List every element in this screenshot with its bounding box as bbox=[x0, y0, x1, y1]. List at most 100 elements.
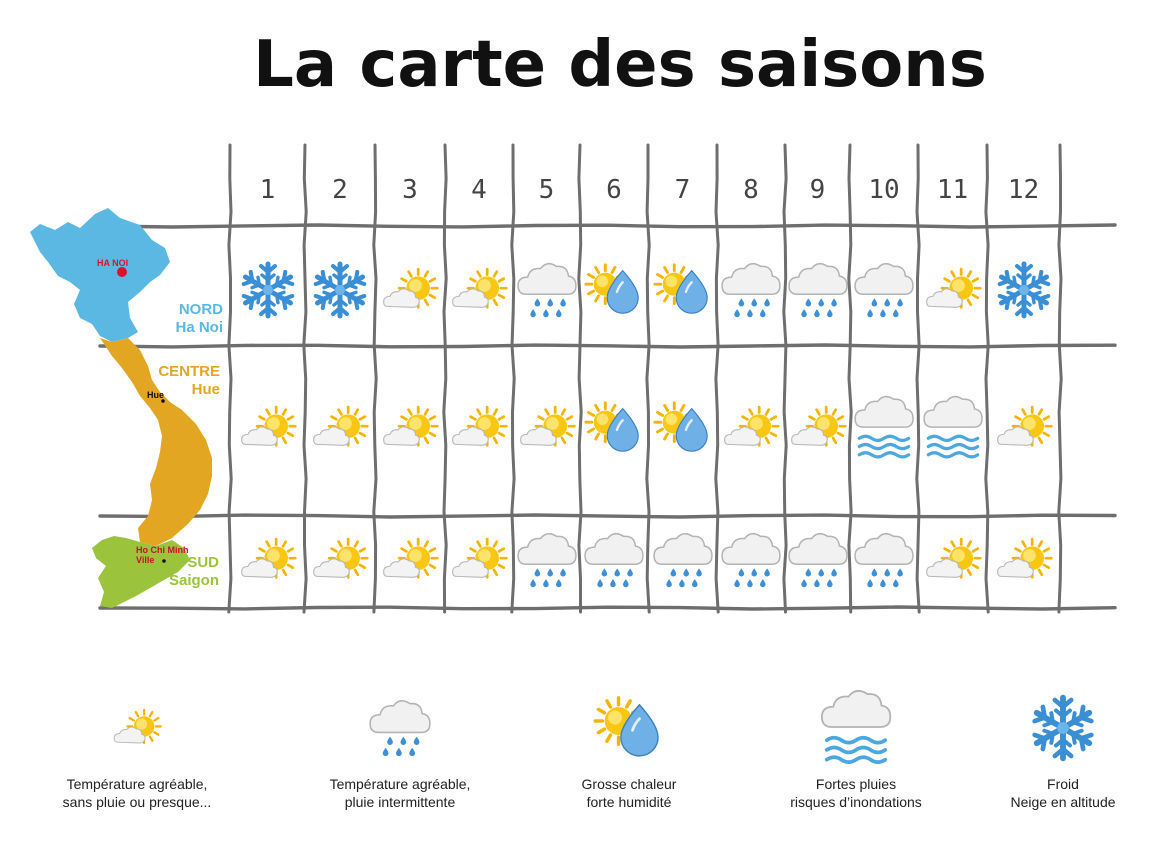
sun-cloud-icon bbox=[310, 398, 370, 463]
rain-cloud-icon bbox=[854, 530, 914, 595]
rain-cloud-icon bbox=[721, 530, 781, 595]
rain-cloud-icon bbox=[787, 260, 848, 325]
flood-cloud-icon bbox=[746, 680, 966, 775]
weather-cell bbox=[512, 527, 582, 597]
legend-text-line-2: sans pluie ou presque... bbox=[62, 794, 212, 810]
weather-cell bbox=[375, 395, 445, 465]
month-label: 7 bbox=[674, 175, 691, 205]
legend-text-line-2: risques d’inondations bbox=[790, 794, 922, 810]
legend-item: Température agréable, pluie intermittente bbox=[290, 680, 510, 811]
rain-cloud-icon bbox=[584, 530, 644, 595]
weather-cell bbox=[648, 257, 718, 327]
month-label: 4 bbox=[471, 175, 487, 205]
weather-cell bbox=[783, 395, 853, 465]
sun-cloud-icon bbox=[449, 530, 509, 595]
month-label: 8 bbox=[743, 175, 759, 205]
weather-cell bbox=[648, 395, 718, 465]
month-label: 10 bbox=[868, 175, 900, 205]
weather-cell bbox=[918, 395, 988, 465]
grid-column-line bbox=[984, 143, 990, 614]
weather-cell bbox=[989, 395, 1059, 465]
weather-cell bbox=[305, 257, 375, 327]
vietnam-map bbox=[30, 208, 212, 608]
legend-text-line-2: pluie intermittente bbox=[344, 794, 456, 810]
weather-cell bbox=[918, 527, 988, 597]
weather-cell bbox=[444, 257, 514, 327]
weather-cell bbox=[918, 257, 988, 327]
sun-cloud-icon bbox=[238, 530, 298, 595]
sun-cloud-icon bbox=[449, 398, 509, 463]
map-region-nord bbox=[30, 208, 170, 342]
weather-cell bbox=[783, 527, 853, 597]
grid-column-line bbox=[302, 143, 308, 614]
weather-cell bbox=[444, 527, 514, 597]
hue-dot bbox=[161, 399, 165, 403]
grid-row-line bbox=[98, 513, 1117, 519]
weather-cell bbox=[233, 527, 303, 597]
region-city-sud: Saigon bbox=[168, 572, 219, 589]
hcm-dot bbox=[162, 559, 166, 563]
region-name-nord: NORD bbox=[178, 301, 223, 318]
month-label: 1 bbox=[259, 175, 276, 205]
region-label-centre: CENTRE Hue bbox=[158, 363, 220, 399]
grid-column-line bbox=[847, 143, 853, 614]
sun-cloud-icon bbox=[27, 680, 247, 775]
page-title: La carte des saisons bbox=[253, 28, 987, 102]
grid-row-line bbox=[98, 223, 1117, 229]
legend-text-line-1: Grosse chaleur bbox=[581, 776, 677, 792]
weather-cell bbox=[579, 395, 649, 465]
city-label-hcm-1: Ho Chi Minh bbox=[136, 545, 189, 555]
sun-drop-icon bbox=[584, 260, 644, 325]
region-label-sud: SUD Saigon bbox=[169, 554, 219, 590]
rain-cloud-icon bbox=[721, 260, 781, 325]
weather-cell bbox=[849, 527, 919, 597]
grid-column-line bbox=[782, 143, 788, 614]
rain-cloud-icon bbox=[787, 530, 848, 595]
weather-cell bbox=[783, 257, 853, 327]
month-label: 5 bbox=[538, 175, 555, 205]
month-label: 11 bbox=[936, 175, 969, 205]
sun-cloud-icon bbox=[380, 398, 440, 463]
weather-cell bbox=[305, 527, 375, 597]
legend-text-line-1: Froid bbox=[1047, 776, 1079, 792]
flood-cloud-icon bbox=[851, 395, 917, 466]
legend-text-line-1: Température agréable, bbox=[329, 776, 471, 792]
sun-cloud-icon bbox=[788, 398, 848, 463]
sun-cloud-icon bbox=[923, 530, 983, 595]
month-label: 9 bbox=[809, 175, 826, 205]
region-name-centre: CENTRE bbox=[158, 363, 220, 380]
sun-cloud-icon bbox=[721, 398, 781, 463]
weather-cell bbox=[716, 527, 786, 597]
snowflake-icon bbox=[310, 260, 370, 325]
grid-row-line bbox=[98, 605, 1117, 611]
sun-drop-icon bbox=[519, 680, 739, 775]
grid-row-line bbox=[98, 343, 1117, 349]
legend-text-line-2: Neige en altitude bbox=[1010, 794, 1116, 810]
sun-cloud-icon bbox=[310, 530, 370, 595]
city-label-hanoi: HA NOI bbox=[97, 258, 129, 268]
weather-cell bbox=[579, 257, 649, 327]
weather-cell bbox=[849, 395, 919, 465]
rain-cloud-icon bbox=[516, 530, 577, 595]
sun-drop-icon bbox=[584, 398, 644, 463]
sun-cloud-icon bbox=[994, 398, 1054, 463]
weather-cell bbox=[233, 395, 303, 465]
sun-drop-icon bbox=[652, 260, 713, 325]
grid-column-line bbox=[915, 143, 921, 614]
grid-column-line bbox=[442, 143, 448, 614]
flood-cloud-icon bbox=[920, 395, 986, 466]
sun-cloud-icon bbox=[380, 530, 440, 595]
grid-column-line bbox=[645, 143, 651, 614]
month-label: 12 bbox=[1007, 175, 1040, 205]
sun-cloud-icon bbox=[517, 398, 577, 463]
weather-cell bbox=[849, 257, 919, 327]
city-label-hue: Hue bbox=[147, 390, 165, 400]
grid-column-line bbox=[227, 143, 233, 614]
sun-cloud-icon bbox=[923, 260, 983, 325]
rain-cloud-icon bbox=[854, 260, 914, 325]
grid-column-line bbox=[372, 143, 378, 614]
grid-column-line bbox=[714, 143, 720, 614]
